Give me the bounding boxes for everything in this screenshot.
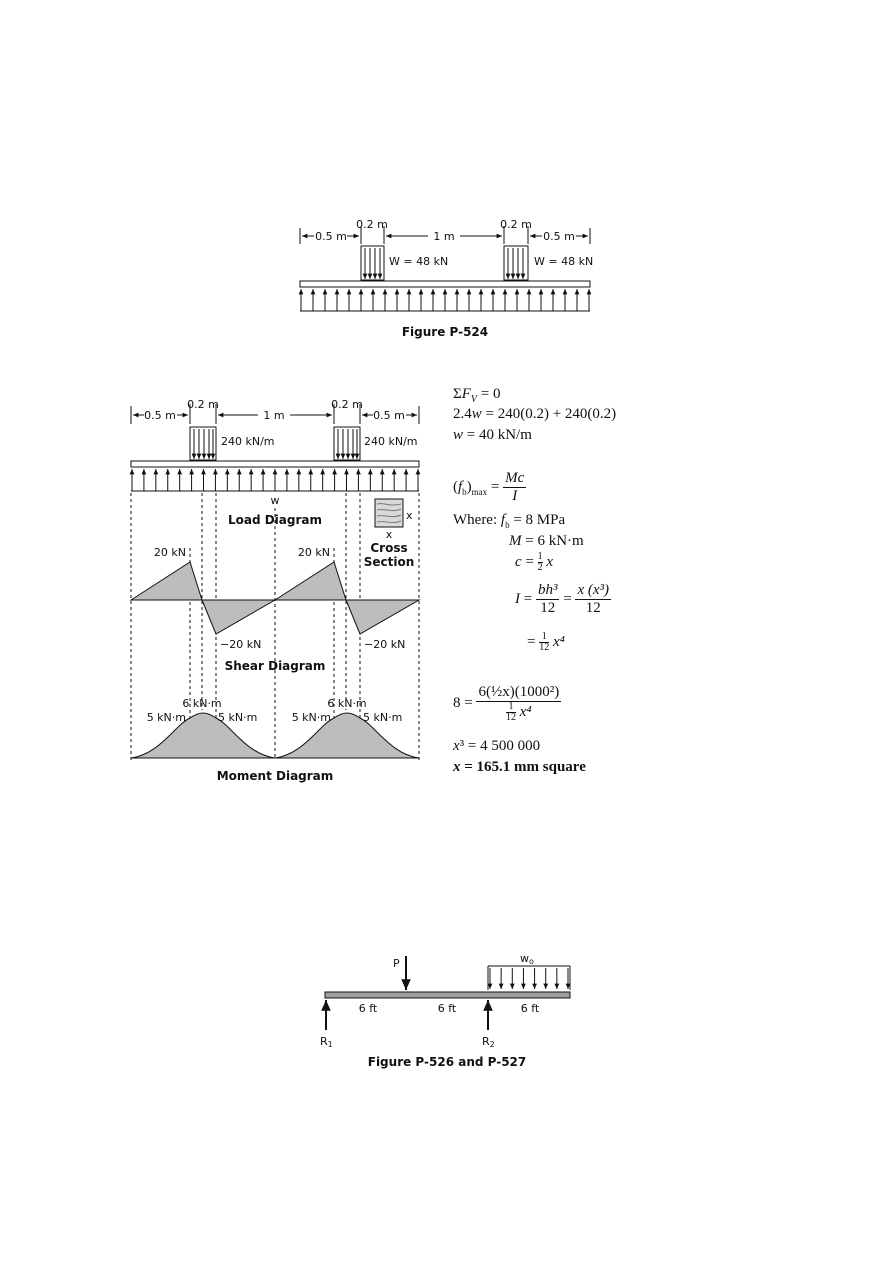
- moment-diagram-title: Moment Diagram: [217, 769, 334, 783]
- eq-load-balance: 2.4w = 240(0.2) + 240(0.2): [453, 406, 617, 422]
- moment-left-2: 5 kN·m: [292, 711, 331, 724]
- diagram-load2-label: 240 kN/m: [364, 435, 418, 448]
- p524-dim-left: 0.5 m: [315, 230, 347, 243]
- p526-P-label: P: [393, 957, 400, 970]
- eq-sum-fv: ΣFV = 0: [453, 386, 501, 405]
- cross-section-x-bottom: x: [386, 528, 393, 541]
- cross-section-title-1: Cross: [370, 541, 407, 555]
- moment-peak-1: 6 kN·m: [182, 697, 221, 710]
- diagram-load-arrows: [191, 429, 360, 459]
- moment-right-1: 5 kN·m: [218, 711, 257, 724]
- p526-R1-label: R1: [320, 1035, 333, 1049]
- p524-dim-load1: 0.2 m: [356, 218, 388, 231]
- p524-soil-reaction-arrows: [298, 289, 592, 311]
- diagram-dim-right: 0.5 m: [373, 409, 405, 422]
- cross-section-title-2: Section: [364, 555, 415, 569]
- eq-answer: x = 165.1 mm square: [453, 759, 586, 775]
- p524-dim-right: 0.5 m: [543, 230, 575, 243]
- p526-load-arrows: [487, 968, 571, 989]
- eq-where-fb: Where: fb = 8 MPa: [453, 512, 566, 530]
- moment-diagram: [130, 712, 420, 759]
- eq-x-cubed: x³ = 4 500 000: [453, 738, 541, 754]
- p526-segment-3: 6 ft: [521, 1002, 540, 1015]
- moment-peak-2: 6 kN·m: [327, 697, 366, 710]
- p526-segment-1: 6 ft: [359, 1002, 378, 1015]
- shear-label-pos-2: 20 kN: [298, 546, 330, 559]
- p524-load1-label: W = 48 kN: [389, 255, 448, 268]
- p526-distributed-load: [487, 965, 571, 990]
- diagram-load1-label: 240 kN/m: [221, 435, 275, 448]
- moment-left-1: 5 kN·m: [147, 711, 186, 724]
- cross-section-x-right: x: [406, 509, 413, 522]
- p524-caption: Figure P-524: [402, 325, 488, 339]
- diagram-dimensions: [130, 404, 420, 424]
- eq-w-result: w = 40 kN/m: [453, 427, 532, 443]
- p524-load-block-1: [360, 245, 385, 281]
- shear-label-pos-1: 20 kN: [154, 546, 186, 559]
- p526-caption: Figure P-526 and P-527: [368, 1055, 527, 1069]
- diagram-load-blocks: [189, 426, 361, 461]
- moment-right-2: 5 kN·m: [363, 711, 402, 724]
- solution-panel: ΣFV = 0 2.4w = 240(0.2) + 240(0.2) w = 4…: [453, 386, 713, 786]
- p526-wo-label: wo: [520, 952, 534, 966]
- diagram-beam: [130, 460, 420, 468]
- p524-dim-mid: 1 m: [433, 230, 454, 243]
- eq-where-M: M = 6 kN·m: [509, 533, 584, 549]
- diagram-w-label: w: [271, 494, 280, 507]
- shear-diagram-title: Shear Diagram: [225, 659, 326, 673]
- p524-load2-label: W = 48 kN: [534, 255, 593, 268]
- diagram-dim-load2: 0.2 m: [331, 398, 363, 411]
- p524-dimensions: [299, 226, 591, 244]
- diagram-dim-mid: 1 m: [263, 409, 284, 422]
- p524-beam: [299, 280, 591, 288]
- shear-label-neg-1: −20 kN: [220, 638, 261, 651]
- p524-dim-load2: 0.2 m: [500, 218, 532, 231]
- cross-section-icon: [374, 498, 404, 528]
- diagram-soil-reaction-arrows: [129, 469, 421, 491]
- p524-load-block-2: [503, 245, 529, 281]
- p526-segment-2: 6 ft: [438, 1002, 457, 1015]
- shear-diagram: [129, 561, 421, 635]
- p526-beam: [324, 991, 571, 999]
- diagram-dim-left: 0.5 m: [144, 409, 176, 422]
- shear-label-neg-2: −20 kN: [364, 638, 405, 651]
- diagram-dim-load1: 0.2 m: [187, 398, 219, 411]
- diagram-guide-lines: [130, 493, 420, 760]
- p526-R2-label: R2: [482, 1035, 495, 1049]
